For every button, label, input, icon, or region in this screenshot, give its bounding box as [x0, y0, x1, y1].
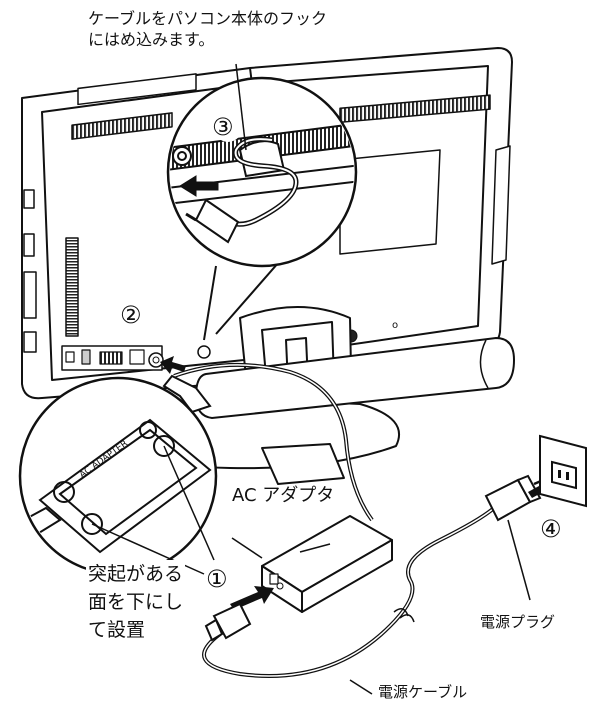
wall-outlet-icon	[539, 434, 587, 508]
instruction-text: ケーブルをパソコン本体のフック にはめ込みます。	[88, 9, 328, 49]
ac-adapter	[261, 515, 393, 613]
speaker-bar	[194, 336, 516, 420]
ac-cable-connector	[204, 602, 252, 642]
monitor-back: o	[21, 47, 513, 400]
step-1-marker: ①	[206, 565, 228, 593]
adapter-underside-callout: AC ADAPTER	[18, 376, 263, 576]
power-cable-label: 電源ケーブル	[378, 683, 468, 701]
direction-arrow-icon	[179, 175, 219, 197]
direction-arrow-icon	[160, 356, 186, 374]
power-plug-label: 電源プラグ	[480, 613, 556, 631]
step-3-marker: ③	[212, 113, 234, 141]
step-4-marker: ④	[540, 515, 562, 543]
projection-note: 突起がある 面を下にし て設置	[86, 560, 186, 644]
svg-text:o: o	[392, 320, 398, 331]
hook-detail-callout	[166, 76, 358, 341]
ac-adapter-label: AC アダプタ	[232, 485, 335, 506]
step-2-marker: ②	[120, 301, 142, 329]
